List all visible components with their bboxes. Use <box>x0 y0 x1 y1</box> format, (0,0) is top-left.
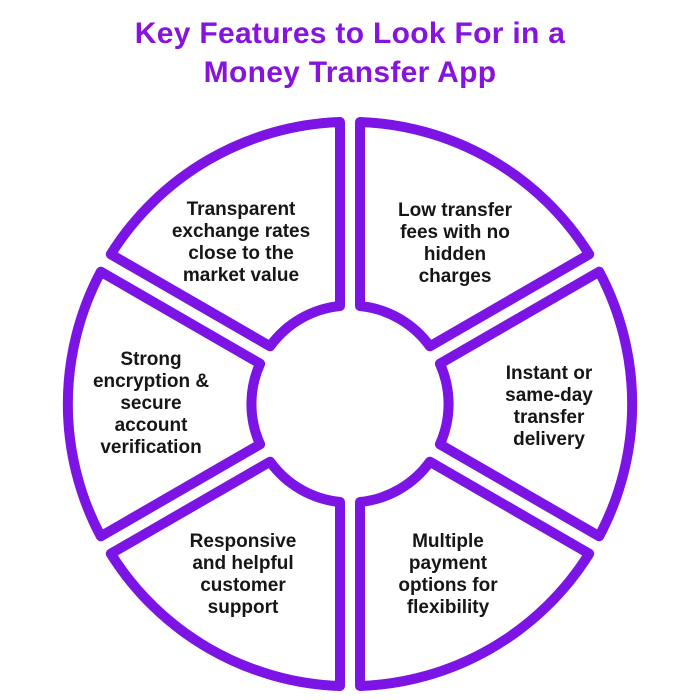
wheel-segment-left <box>62 266 266 542</box>
wheel-segment-top-left <box>105 117 345 352</box>
segment-label-top-left: Transparent exchange rates close to the … <box>171 199 311 286</box>
page-title: Key Features to Look For in a Money Tran… <box>134 17 566 89</box>
wheel-segment-bottom-left <box>105 456 345 691</box>
wheel-segment-right <box>434 266 638 542</box>
wheel-segment-top-right <box>355 117 595 352</box>
segment-label-bottom-right: Multiple payment options for flexibility <box>398 531 498 618</box>
segment-label-bottom-left: Responsive and helpful customer support <box>189 531 297 618</box>
segment-label-top-right: Low transfer fees with no hidden charges <box>397 200 513 287</box>
segment-label-right: Instant or same-day transfer delivery <box>505 363 593 450</box>
segment-label-left: Strong encryption & secure account verif… <box>92 349 210 458</box>
wheel-segment-bottom-right <box>355 456 595 691</box>
